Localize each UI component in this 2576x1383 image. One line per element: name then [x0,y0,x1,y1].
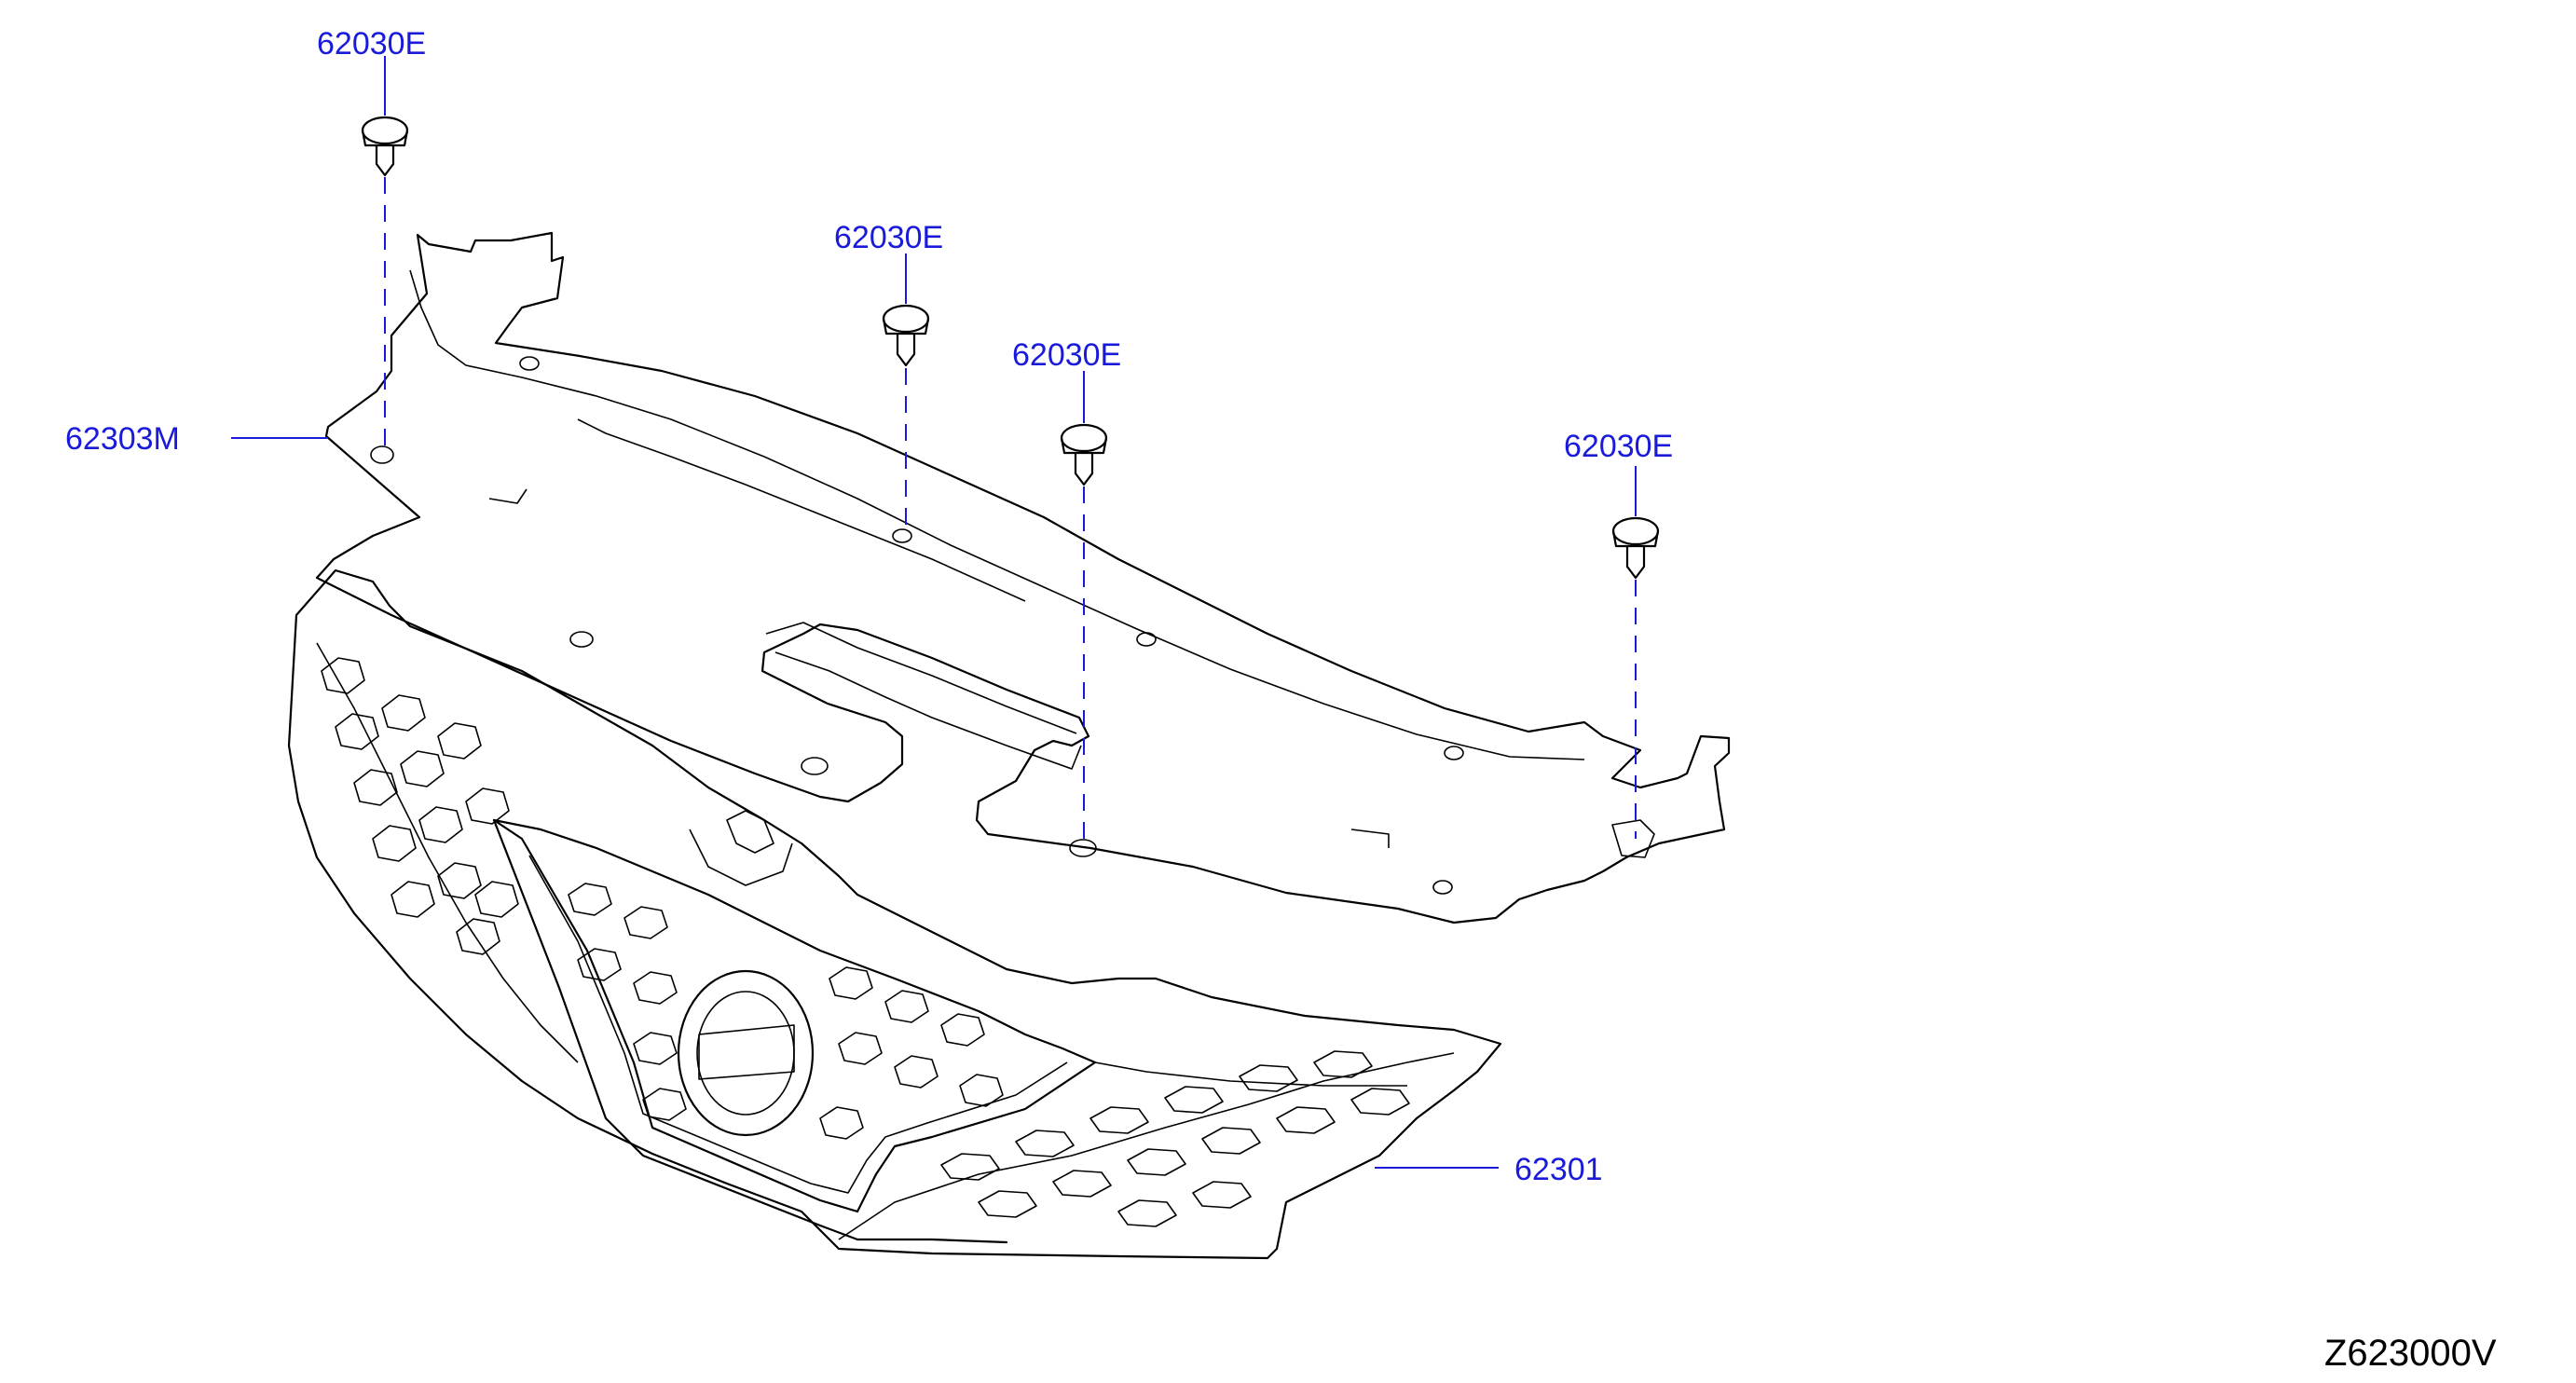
diagram-code: Z623000V [2324,1333,2497,1374]
clip-1-part [361,116,409,177]
grille-part [287,568,1502,1260]
callout-upper-cover-62303m[interactable]: 62303M [65,421,180,457]
callout-clip-62030e-3[interactable]: 62030E [1012,337,1122,373]
upper-cover-part [315,231,1731,924]
callout-clip-62030e-1[interactable]: 62030E [317,26,427,62]
clip-2-part [882,304,930,367]
callout-clip-62030e-4[interactable]: 62030E [1564,429,1674,464]
callout-grille-62301[interactable]: 62301 [1514,1152,1603,1187]
clip-4-part [1611,516,1660,580]
callout-clip-62030e-2[interactable]: 62030E [834,220,944,255]
clip-3-part [1060,423,1108,486]
leader-lines [231,56,1637,1169]
